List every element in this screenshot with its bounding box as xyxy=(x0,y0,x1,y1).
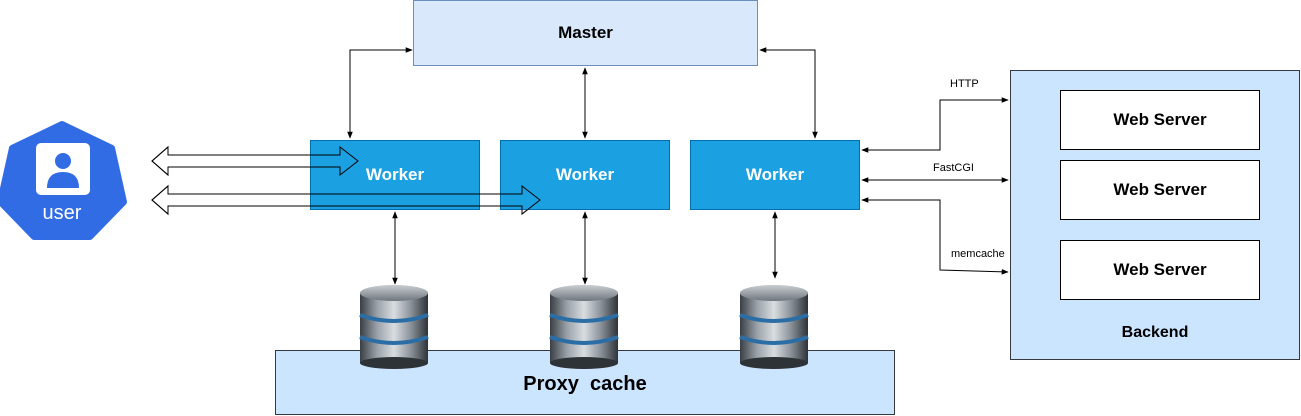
memcache-connector xyxy=(861,197,1009,275)
master-node[interactable]: Master xyxy=(413,0,758,66)
web-server-3[interactable]: Web Server xyxy=(1060,240,1260,300)
web-server-2[interactable]: Web Server xyxy=(1060,160,1260,220)
master-to-worker1-connector xyxy=(347,47,413,139)
backend-label: Backend xyxy=(1121,324,1189,341)
user-icon xyxy=(0,121,127,240)
proxy-cache-container[interactable]: Proxy cache xyxy=(275,350,895,415)
worker-node-2[interactable]: Worker xyxy=(500,140,670,210)
worker-node-3[interactable]: Worker xyxy=(690,140,860,210)
web-server-1[interactable]: Web Server xyxy=(1060,90,1260,150)
worker-node-1[interactable]: Worker xyxy=(310,140,480,210)
http-connector xyxy=(861,97,1009,153)
master-to-worker3-connector xyxy=(759,47,818,139)
http-label: HTTP xyxy=(950,78,979,90)
memcache-label: memcache xyxy=(951,248,1005,260)
user-label: user xyxy=(42,202,82,224)
fastcgi-label: FastCGI xyxy=(933,162,974,174)
